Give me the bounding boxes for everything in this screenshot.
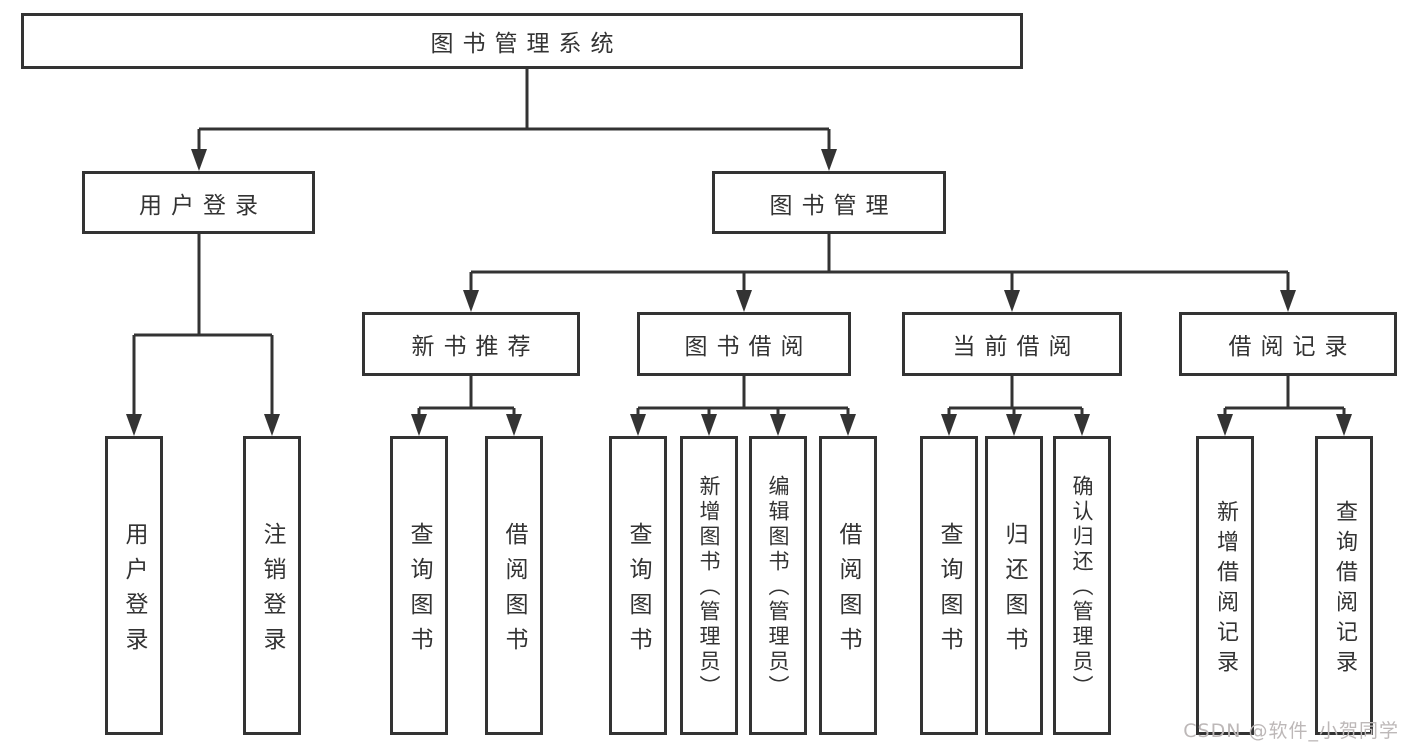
leaf-user-login: 用户登录 <box>105 436 163 735</box>
leaf-borrow-edit-admin: 编辑图书（管理员） <box>749 436 807 735</box>
leaf-current-query: 查询图书 <box>920 436 978 735</box>
node-current-borrow-label: 当前借阅 <box>952 334 1081 360</box>
watermark: CSDN @软件_小贺同学 <box>1183 720 1399 742</box>
node-book-management-label: 图书管理 <box>769 192 898 219</box>
node-user-login: 用户登录 <box>82 171 315 234</box>
node-book-borrow-label: 图书借阅 <box>684 334 813 360</box>
node-new-book-recommend-label: 新书推荐 <box>411 334 540 360</box>
node-root-label: 图书管理系统 <box>430 31 623 57</box>
leaf-newbooks-borrow: 借阅图书 <box>485 436 543 735</box>
node-new-book-recommend: 新书推荐 <box>362 312 580 376</box>
leaf-newbooks-query: 查询图书 <box>390 436 448 735</box>
leaf-records-add: 新增借阅记录 <box>1196 436 1254 735</box>
node-borrow-records-label: 借阅记录 <box>1228 334 1357 360</box>
node-user-login-label: 用户登录 <box>139 192 267 219</box>
node-book-borrow: 图书借阅 <box>637 312 851 376</box>
node-book-management: 图书管理 <box>712 171 946 234</box>
leaf-borrow-add-admin: 新增图书（管理员） <box>680 436 738 735</box>
node-borrow-records: 借阅记录 <box>1179 312 1397 376</box>
leaf-borrow-book: 借阅图书 <box>819 436 877 735</box>
node-root: 图书管理系统 <box>21 13 1023 69</box>
node-current-borrow: 当前借阅 <box>902 312 1122 376</box>
leaf-current-return: 归还图书 <box>985 436 1043 735</box>
leaf-logout: 注销登录 <box>243 436 301 735</box>
leaf-current-confirm-admin: 确认归还（管理员） <box>1053 436 1111 735</box>
arrowheads <box>126 149 1352 436</box>
leaf-records-query: 查询借阅记录 <box>1315 436 1373 735</box>
leaf-borrow-query: 查询图书 <box>609 436 667 735</box>
